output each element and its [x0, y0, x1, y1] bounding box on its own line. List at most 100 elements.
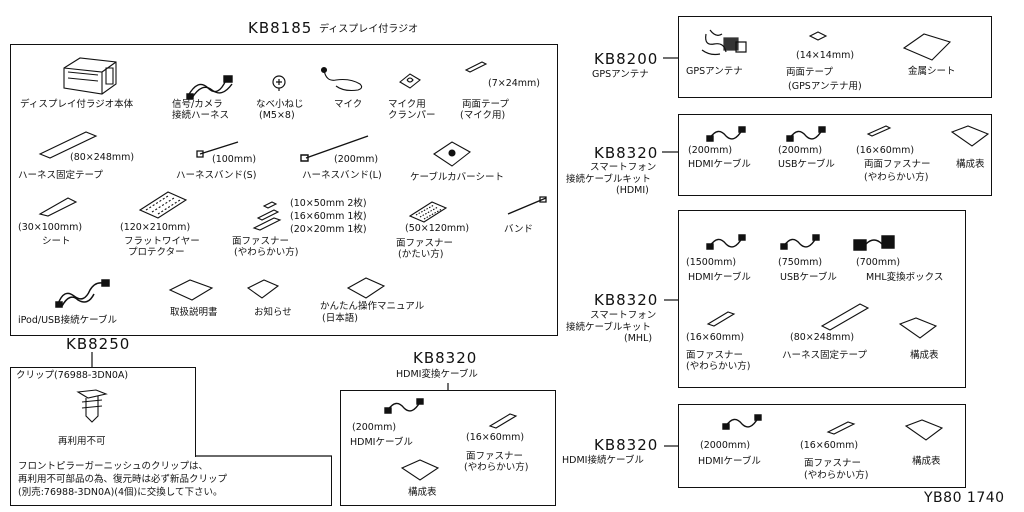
- kit-b-contents-icon: [898, 316, 938, 342]
- screw-label-1: なべ小ねじ: [256, 99, 304, 110]
- kb8200-title: GPSアンテナ: [592, 69, 649, 80]
- band-label: バンド: [504, 224, 533, 235]
- kb8320-a-title-1: スマートフォン: [590, 162, 657, 173]
- quick-manual-label-2: (日本語): [322, 313, 358, 324]
- kb8250-note-box: [10, 456, 332, 506]
- hdmi-conv-fastener-size: (16×60mm): [466, 432, 525, 443]
- kit-c-fastener-size: (16×60mm): [800, 440, 859, 451]
- kb8320-b-code: KB8320: [594, 291, 659, 309]
- hdmi-conv-contents-icon: [400, 458, 440, 484]
- fastener-soft-label-2: (やわらかい方): [234, 247, 299, 258]
- mic-clamper-label-1: マイク用: [388, 99, 426, 110]
- kit-c-hdmi-label: HDMIケーブル: [698, 456, 761, 467]
- manual-label: 取扱説明書: [170, 307, 218, 318]
- ipod-usb-cable-icon: [54, 278, 110, 308]
- kb8320-b-title-3: (MHL): [624, 333, 653, 344]
- kb8320-c-title: HDMI接続ケーブル: [562, 455, 644, 466]
- hdmi-conv-contents-label: 構成表: [408, 487, 437, 498]
- kit-a-contents-icon: [950, 124, 990, 150]
- hdmi-conv-cable-label: HDMIケーブル: [350, 437, 413, 448]
- kit-b-usb-icon: [780, 232, 820, 252]
- manual-icon: [168, 278, 214, 304]
- kit-b-fix-tape-icon: [820, 302, 870, 332]
- kit-b-fix-tape-size: (80×248mm): [790, 332, 855, 343]
- gps-tape-icon: [808, 30, 828, 42]
- fastener-soft-size-1: (10×50mm 2枚): [290, 198, 367, 209]
- cable-cover-label: ケーブルカバーシート: [410, 172, 504, 183]
- kb8320-b-title-1: スマートフォン: [590, 310, 657, 321]
- flat-protector-size: (120×210mm): [120, 222, 191, 233]
- kb8250-clip-box: [10, 367, 196, 457]
- kit-a-usb-size: (200mm): [778, 145, 823, 156]
- fastener-soft-icon: [252, 198, 282, 232]
- kit-a-fastener-icon: [866, 124, 892, 138]
- clip-icon: [72, 386, 112, 426]
- kit-b-fastener-label-2: (やわらかい方): [686, 361, 751, 372]
- hdmi-conv-cable-size: (200mm): [352, 422, 397, 433]
- screw-icon: [270, 74, 288, 92]
- kit-b-contents-label: 構成表: [910, 350, 939, 361]
- not-reusable-label: 再利用不可: [58, 436, 106, 447]
- hdmi-conv-fastener-label-1: 面ファスナー: [466, 451, 524, 462]
- fastener-hard-size: (50×120mm): [405, 223, 470, 234]
- kb8320-a-box: [678, 114, 992, 196]
- kit-a-hdmi-icon: [706, 124, 746, 144]
- kit-c-fastener-label-2: (やわらかい方): [804, 470, 869, 481]
- sheet-size: (30×100mm): [18, 222, 83, 233]
- kit-a-fastener-label-1: 両面ファスナー: [864, 159, 931, 170]
- kit-c-hdmi-size: (2000mm): [700, 440, 751, 451]
- fastener-hard-icon: [408, 200, 448, 224]
- band-l-size: (200mm): [334, 154, 379, 165]
- gps-antenna-label: GPSアンテナ: [686, 66, 743, 77]
- kit-a-fastener-size: (16×60mm): [856, 145, 915, 156]
- mhl-box-size: (700mm): [856, 257, 901, 268]
- gps-antenna-icon: [700, 26, 748, 60]
- fastener-soft-size-2: (16×60mm 1枚): [290, 211, 367, 222]
- kb8200-box: [678, 16, 992, 98]
- kit-a-hdmi-label: HDMIケーブル: [688, 159, 751, 170]
- kb8200-code: KB8200: [594, 50, 659, 68]
- kb8320-hdmi-box: [340, 390, 556, 506]
- kb8250-code: KB8250: [66, 335, 131, 353]
- kit-c-fastener-label-1: 面ファスナー: [804, 458, 862, 469]
- gps-tape-size: (14×14mm): [796, 50, 855, 61]
- kb8320-c-box: [678, 404, 966, 488]
- mhl-box-label: MHL変換ボックス: [866, 272, 944, 283]
- gps-tape-label-2: (GPSアンテナ用): [788, 81, 862, 92]
- band-l-label: ハーネスバンド(L): [302, 170, 382, 181]
- mic-clamper-icon: [398, 70, 422, 90]
- band-icon: [504, 196, 548, 218]
- kit-a-hdmi-size: (200mm): [688, 145, 733, 156]
- signal-harness-icon: [186, 72, 236, 100]
- mic-clamper-label-2: クランパー: [388, 110, 436, 121]
- quick-manual-icon: [346, 276, 386, 302]
- kit-b-fastener-label-1: 面ファスナー: [686, 350, 744, 361]
- harness-fix-tape-size: (80×248mm): [70, 152, 135, 163]
- hdmi-conv-fastener-label-2: (やわらかい方): [464, 462, 529, 473]
- kb8320-b-box: [678, 210, 966, 388]
- mic-tape-size: (7×24mm): [488, 78, 541, 89]
- fastener-soft-label-1: 面ファスナー: [232, 236, 290, 247]
- mic-label: マイク: [334, 99, 363, 110]
- kit-b-usb-size: (750mm): [778, 257, 823, 268]
- cable-cover-sheet-icon: [432, 140, 472, 168]
- kit-b-fastener-icon: [706, 310, 736, 328]
- kit-c-contents-label: 構成表: [912, 456, 941, 467]
- clip-note-line-2: 再利用不可部品の為、復元時は必ず新品クリップ: [18, 474, 228, 485]
- kb8185-box: [10, 44, 558, 336]
- harness-fix-tape-label: ハーネス固定テープ: [18, 170, 103, 181]
- kit-c-hdmi-icon: [722, 412, 762, 432]
- kit-a-usb-label: USBケーブル: [778, 159, 835, 170]
- quick-manual-label-1: かんたん操作マニュアル: [320, 301, 425, 312]
- flat-wire-protector-icon: [138, 190, 188, 220]
- clip-note-line-3: (別売:76988-3DN0A)(4個)に交換して下さい。: [18, 487, 223, 498]
- fastener-hard-label-1: 面ファスナー: [396, 238, 454, 249]
- kit-b-hdmi-size: (1500mm): [686, 257, 737, 268]
- gps-tape-label-1: 両面テープ: [786, 67, 833, 78]
- metal-sheet-icon: [902, 32, 952, 62]
- harness-fix-tape-icon: [38, 130, 98, 160]
- ipod-cable-label: iPod/USB接続ケーブル: [18, 315, 118, 326]
- screw-label-2: (M5×8): [259, 110, 295, 121]
- kit-c-contents-icon: [904, 418, 944, 444]
